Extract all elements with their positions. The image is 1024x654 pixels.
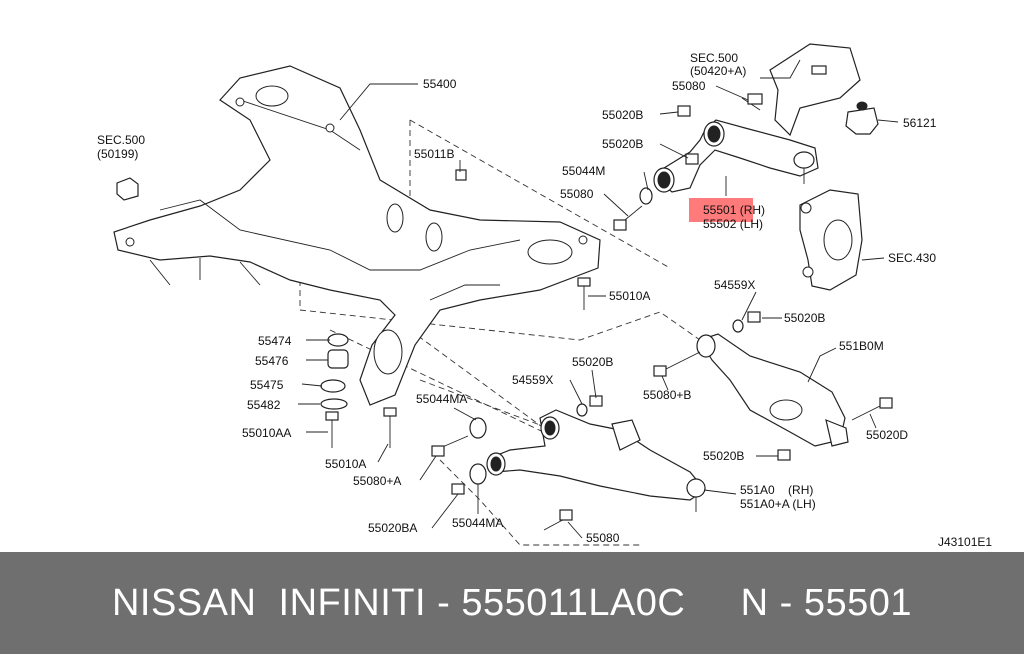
label-55020b-4: 55020B — [572, 355, 613, 369]
label-55020d: 55020D — [866, 428, 908, 442]
label-55011b: 55011B — [414, 147, 454, 161]
label-54559x-1: 54559X — [714, 278, 755, 292]
label-551a0: 551A0 (RH) — [740, 483, 813, 497]
label-551a0a: 551A0+A (LH) — [740, 497, 816, 511]
label-55080-top: 55080 — [672, 79, 706, 93]
label-55020b-1: 55020B — [602, 108, 643, 122]
bushing-stack — [320, 333, 397, 448]
bump-stop-56121 — [845, 101, 879, 135]
parts-diagram: 55400 SEC.500 (50199) SEC.500 (50420+A) … — [97, 43, 992, 549]
label-sec500-left-ref: (50199) — [97, 147, 138, 161]
label-55501: 55501 (RH) — [703, 203, 765, 217]
lower-control-arm-551b0m — [696, 333, 849, 447]
diagram-code: J43101E1 — [938, 535, 992, 549]
label-55020ba: 55020BA — [368, 521, 417, 535]
label-sec500-right-ref: (50420+A) — [690, 64, 746, 78]
part-number-highlight — [689, 198, 753, 222]
label-sec500-right: SEC.500 — [690, 51, 738, 65]
fasteners — [431, 93, 893, 531]
label-sec430: SEC.430 — [888, 251, 936, 265]
label-551b0m: 551B0M — [839, 339, 884, 353]
label-55476: 55476 — [255, 354, 289, 368]
label-56121: 56121 — [903, 116, 937, 130]
label-55080-bot: 55080 — [586, 531, 620, 545]
label-55020b-3: 55020B — [784, 311, 825, 325]
label-55080b: 55080+B — [643, 388, 691, 402]
lower-control-arm-551a0 — [486, 409, 706, 512]
steering-knuckle — [799, 189, 863, 291]
label-55080-mid: 55080 — [560, 187, 594, 201]
label-55010aa: 55010AA — [242, 426, 291, 440]
mount-bracket-left — [116, 177, 139, 201]
label-55010a: 55010A — [609, 289, 650, 303]
label-55020b-5: 55020B — [703, 449, 744, 463]
label-55080a: 55080+A — [353, 474, 401, 488]
upper-control-arm — [653, 119, 819, 193]
leader-lines — [298, 59, 899, 539]
part-number-caption: NISSAN INFINITI - 555011LA0C N - 55501 — [111, 581, 913, 624]
label-54559x-2: 54559X — [512, 373, 553, 387]
label-55010a-2: 55010A — [325, 457, 366, 471]
label-55020b-2: 55020B — [602, 137, 643, 151]
upper-mount-bracket — [769, 43, 861, 137]
label-55475: 55475 — [250, 378, 284, 392]
label-55044ma-2: 55044MA — [452, 516, 503, 530]
label-55482: 55482 — [247, 398, 281, 412]
label-55044m: 55044M — [562, 164, 605, 178]
crossmember-55400 — [113, 65, 601, 406]
label-sec500-left: SEC.500 — [97, 133, 145, 147]
label-55502: 55502 (LH) — [703, 217, 763, 231]
label-55400: 55400 — [423, 77, 457, 91]
label-55044ma-1: 55044MA — [416, 392, 467, 406]
footer-banner: NISSAN INFINITI - 555011LA0C N - 55501 — [0, 552, 1024, 654]
label-55474: 55474 — [258, 334, 292, 348]
